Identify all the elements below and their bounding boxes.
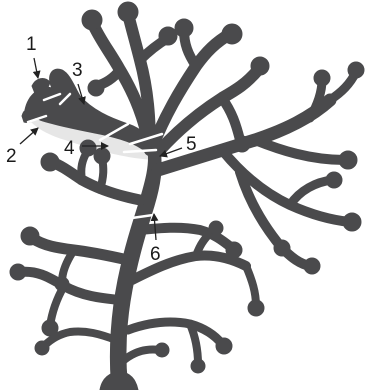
left-branch-lower <box>20 272 120 300</box>
thallus <box>10 2 364 390</box>
branch-tip <box>21 227 39 245</box>
basal-branch-left <box>44 331 116 346</box>
callout-6: 6 <box>150 244 161 265</box>
callout-2: 2 <box>6 146 17 167</box>
branch-tip <box>155 343 169 357</box>
frond-tip <box>314 70 330 86</box>
branch-tip <box>10 264 26 280</box>
crown-branch-8 <box>222 98 240 140</box>
branch-tip <box>41 153 59 171</box>
crown-tip <box>118 2 138 22</box>
branch-tip <box>94 148 110 164</box>
right-frond-branch-a <box>255 140 345 160</box>
frond-tip <box>343 213 361 231</box>
crown-tip <box>88 80 104 96</box>
frond-tip <box>274 240 290 256</box>
left-branch-upper <box>52 162 140 200</box>
leader-1 <box>34 58 38 78</box>
crown-tip <box>175 19 193 37</box>
branch-tip <box>248 300 264 316</box>
branch-tip <box>55 277 69 291</box>
callout-3: 3 <box>72 60 83 81</box>
frond-tip <box>339 151 357 169</box>
branch-tip <box>216 338 232 354</box>
holdfast <box>100 372 138 390</box>
crown-tip <box>251 57 269 75</box>
right-frond-branch-d <box>290 180 332 205</box>
branch-tip <box>209 221 223 235</box>
right-branch-lower-c <box>128 322 222 344</box>
branch-tip <box>226 242 242 258</box>
callout-5: 5 <box>186 134 197 155</box>
callout-1: 1 <box>26 34 37 55</box>
leader-2 <box>20 128 38 144</box>
branch-tip <box>191 359 205 373</box>
branch-tip <box>80 140 96 156</box>
frond-tip <box>326 172 342 188</box>
callout-4: 4 <box>64 138 75 159</box>
crown-tip <box>159 27 177 45</box>
crown-tip <box>82 10 102 30</box>
left-branch-mid <box>32 238 128 260</box>
crown-tip <box>222 24 242 44</box>
frond-tip <box>304 258 320 274</box>
frond-tip <box>348 62 364 78</box>
branch-tip <box>35 341 49 355</box>
